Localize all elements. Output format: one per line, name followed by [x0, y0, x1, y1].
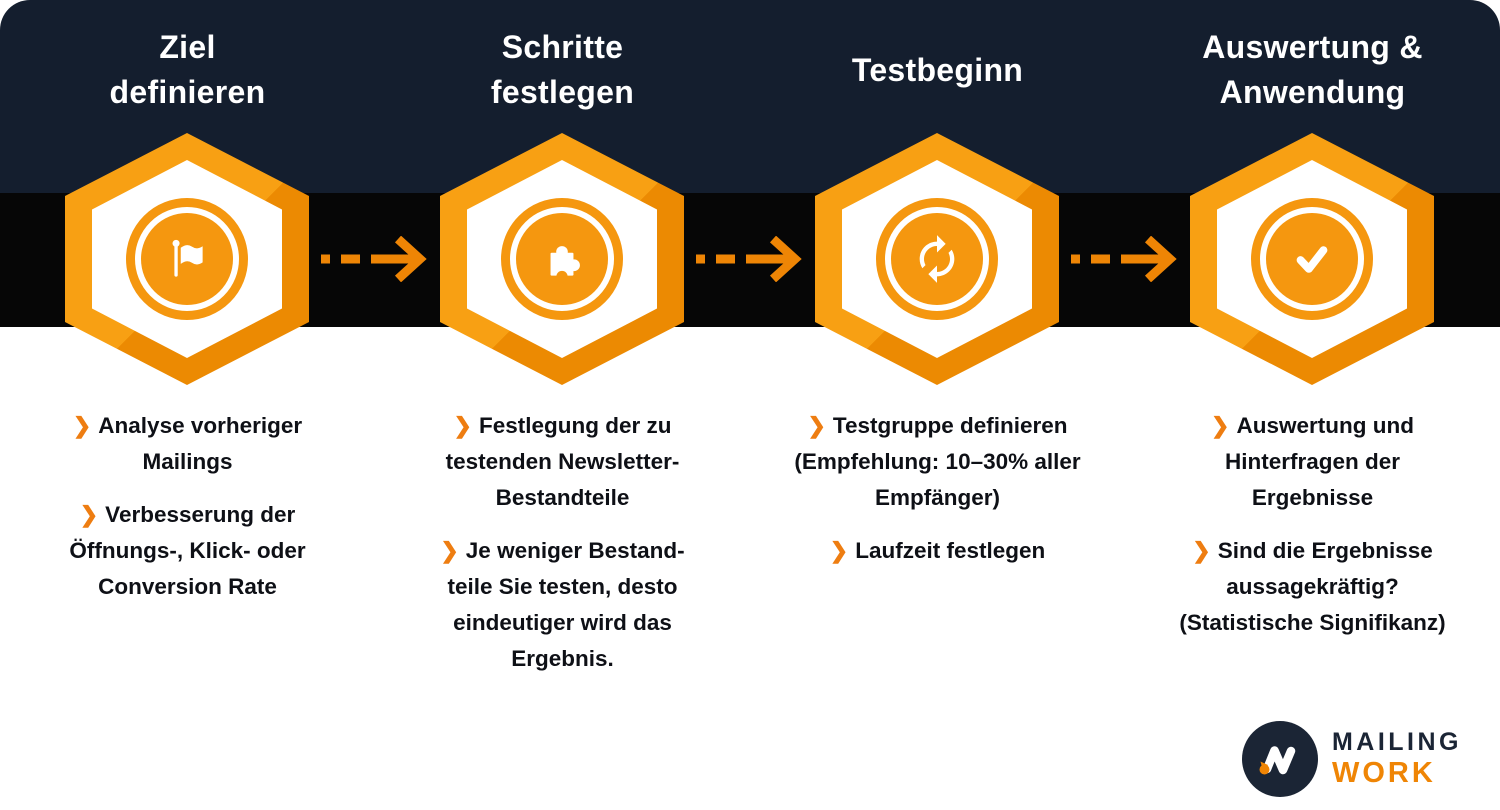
- dashed-arrow-icon: [1071, 236, 1177, 282]
- bullet-item: ❯ Analyse vorheriger Mailings: [22, 408, 353, 480]
- hexagon-badge: [815, 133, 1059, 385]
- step-column-ziel-definieren: Ziel definieren ❯ Analyse vorheriger Mail…: [0, 0, 375, 810]
- bullet-text: Je weniger Bestand- teile Sie testen, de…: [447, 538, 685, 671]
- bullet-list: ❯Auswertung und Hinterfragen der Ergebni…: [1125, 408, 1500, 641]
- puzzle-icon: [550, 246, 580, 283]
- bullet-item: ❯Verbesserung der Öffnungs-, Klick- oder…: [22, 497, 353, 605]
- chevron-bullet-icon: ❯: [1211, 413, 1229, 438]
- bullet-text: Sind die Ergebnisse aussagekräftig? (Sta…: [1179, 538, 1446, 635]
- hexagon-badge: [1190, 133, 1434, 385]
- bullet-text: Festlegung der zu testenden Newsletter- …: [445, 413, 680, 510]
- step-title: Testbeginn: [851, 51, 1024, 88]
- chevron-bullet-icon: ❯: [79, 502, 98, 527]
- chevron-bullet-icon: ❯: [440, 538, 458, 563]
- step-title: Schritte festlegen: [490, 29, 635, 110]
- hexagon-badge: [440, 133, 684, 385]
- mailingwork-logo: MAILING WORK: [1241, 720, 1462, 798]
- chevron-bullet-icon: ❯: [72, 413, 91, 438]
- check-icon: [1296, 246, 1328, 273]
- bullet-text: Verbesserung der Öffnungs-, Klick- oder …: [69, 502, 306, 599]
- hexagon-badge: [65, 133, 309, 385]
- step-column-testbeginn: Testbeginn ❯Testgruppe definieren (Empfe…: [750, 0, 1125, 810]
- bullet-item: ❯Je weniger Bestand- teile Sie testen, d…: [397, 533, 728, 677]
- dashed-arrow-icon: [321, 236, 427, 282]
- chevron-bullet-icon: ❯: [807, 413, 825, 438]
- chevron-bullet-icon: ❯: [829, 538, 848, 563]
- bullet-item: ❯Testgruppe definieren (Empfehlung: 10–3…: [772, 408, 1103, 516]
- bullet-list: ❯Testgruppe definieren (Empfehlung: 10–3…: [750, 408, 1125, 569]
- flag-icon: [172, 239, 203, 277]
- bullet-item: ❯Auswertung und Hinterfragen der Ergebni…: [1147, 408, 1478, 516]
- bullet-list: ❯Festlegung der zu testenden Newsletter-…: [375, 408, 750, 677]
- bullet-item: ❯Sind die Ergebnisse aussagekräftig? (St…: [1147, 533, 1478, 641]
- bullet-text: Laufzeit festlegen: [855, 538, 1046, 563]
- bullet-text: Auswertung und Hinterfragen der Ergebnis…: [1224, 413, 1414, 510]
- sync-icon: [919, 235, 955, 283]
- dashed-arrow-icon: [696, 236, 802, 282]
- chevron-bullet-icon: ❯: [453, 413, 472, 438]
- bullet-text: Analyse vorheriger Mailings: [98, 413, 303, 474]
- step-column-auswertung-anwendung: Auswertung & Anwendung ❯Auswertung und H…: [1125, 0, 1500, 810]
- mailingwork-logo-icon: [1241, 721, 1318, 797]
- step-title: Ziel definieren: [109, 29, 266, 110]
- bullet-item: ❯Festlegung der zu testenden Newsletter-…: [397, 408, 728, 516]
- chevron-bullet-icon: ❯: [1192, 538, 1210, 563]
- header-band: [0, 0, 1500, 193]
- logo-text-work: WORK: [1331, 757, 1436, 789]
- bullet-item: ❯ Laufzeit festlegen: [772, 533, 1103, 569]
- step-column-schritte-festlegen: Schritte festlegen ❯Festlegung der zu t: [375, 0, 750, 810]
- bullet-text: Testgruppe definieren (Empfehlung: 10–30…: [794, 413, 1081, 510]
- bullet-list: ❯Analyse vorheriger Mailings ❯Verbesseru…: [0, 408, 375, 605]
- logo-text-mailing: MAILING: [1331, 728, 1462, 756]
- step-title: Auswertung & Anwendung: [1202, 29, 1423, 110]
